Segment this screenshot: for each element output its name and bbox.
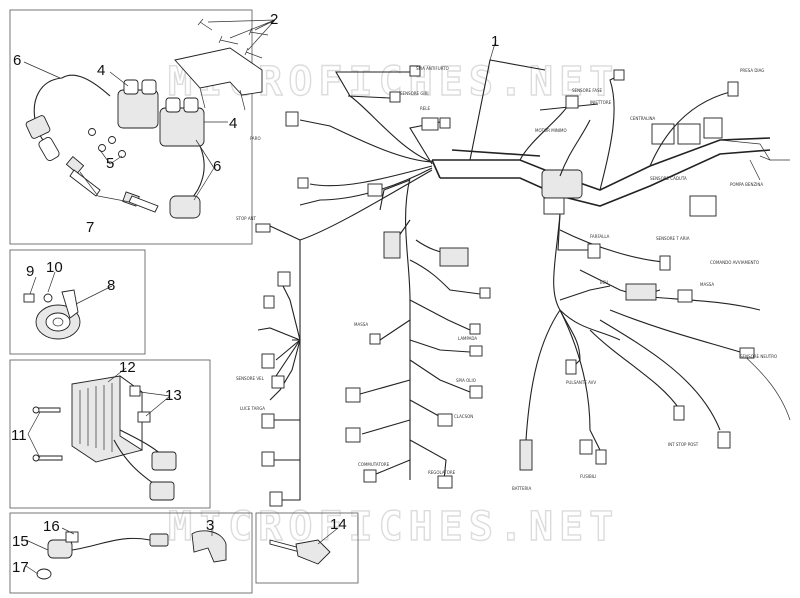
- main-wiring-harness: [255, 39, 791, 507]
- horn-icon: [23, 271, 113, 340]
- svg-text:MASSA: MASSA: [354, 322, 368, 327]
- callout-7: 7: [86, 219, 94, 236]
- svg-text:PRESA DIAG: PRESA DIAG: [740, 68, 764, 73]
- svg-text:CENTRALINA: CENTRALINA: [630, 116, 656, 121]
- svg-text:SENSORE CADUTA: SENSORE CADUTA: [650, 176, 687, 181]
- connector-icon: [255, 65, 755, 507]
- voltage-regulator-icon: [27, 367, 177, 501]
- spark-plug-icon: [122, 191, 159, 213]
- svg-text:SENSORE FASE: SENSORE FASE: [572, 88, 603, 93]
- svg-text:PULSANTE AVV: PULSANTE AVV: [566, 380, 596, 385]
- key-box: [255, 512, 359, 584]
- callout-11: 11: [11, 427, 27, 444]
- svg-text:SENSORE T ARIA: SENSORE T ARIA: [656, 236, 690, 241]
- callout-3: 3: [206, 517, 214, 534]
- callout-6a: 6: [13, 52, 21, 69]
- svg-text:FARO: FARO: [250, 136, 261, 141]
- key-icon: [269, 527, 339, 565]
- callout-4b: 4: [229, 115, 237, 132]
- svg-text:MOTOR MINIMO: MOTOR MINIMO: [535, 128, 567, 133]
- svg-text:SENSORE VEL: SENSORE VEL: [236, 376, 265, 381]
- svg-text:INIETTORE: INIETTORE: [590, 100, 612, 105]
- svg-text:SPIA OLIO: SPIA OLIO: [456, 378, 476, 383]
- spark-plug-icon: [65, 156, 101, 197]
- callout-9: 9: [26, 263, 34, 280]
- callout-14: 14: [330, 516, 347, 533]
- svg-text:CLACSON: CLACSON: [454, 414, 473, 419]
- watermark-bottom: MICROFICHES.NET: [168, 504, 619, 550]
- callout-6b: 6: [213, 158, 221, 175]
- svg-text:SPIA ANTIFURTO: SPIA ANTIFURTO: [416, 66, 449, 71]
- callout-17: 17: [12, 559, 29, 576]
- svg-text:SENSORE GIRI: SENSORE GIRI: [400, 91, 429, 96]
- callout-5: 5: [106, 155, 114, 172]
- svg-text:FUSIBILI: FUSIBILI: [580, 474, 596, 479]
- clamp-icon: [191, 528, 227, 563]
- svg-text:MASSA: MASSA: [700, 282, 714, 287]
- callout-4a: 4: [97, 62, 105, 79]
- callout-12: 12: [119, 359, 136, 376]
- ignition-coil-assembly: [23, 18, 276, 219]
- connector-label-group: SPIA ANTIFURTO SENSORE GIRI RELE SENSORE…: [236, 66, 777, 491]
- svg-text:COMMUTATORE: COMMUTATORE: [358, 462, 390, 467]
- speed-sensor-icon: [25, 527, 169, 580]
- svg-text:SENSORE NEUTRO: SENSORE NEUTRO: [740, 354, 777, 359]
- svg-text:BATTERIA: BATTERIA: [512, 486, 531, 491]
- callout-13: 13: [165, 387, 182, 404]
- callout-8: 8: [107, 277, 115, 294]
- svg-text:LAMPADA: LAMPADA: [458, 336, 477, 341]
- svg-text:REGOLATORE: REGOLATORE: [428, 470, 456, 475]
- svg-text:STOP ANT: STOP ANT: [236, 216, 257, 221]
- svg-text:INT STOP POST: INT STOP POST: [668, 442, 699, 447]
- horn-box: [9, 249, 146, 355]
- sensor-box: [9, 512, 253, 594]
- callout-2: 2: [270, 11, 278, 28]
- callout-numbers: 1 2 3 4 4 5 6 6 7 8 9 10 11 12 13 14 15 …: [11, 11, 499, 576]
- callout-1: 1: [491, 33, 499, 50]
- regulator-box: [9, 359, 211, 509]
- ignition-coil-box: [9, 9, 253, 245]
- svg-text:FARFALLA: FARFALLA: [590, 234, 610, 239]
- svg-text:COMANDO AVVIAMENTO: COMANDO AVVIAMENTO: [710, 260, 759, 265]
- callout-10: 10: [46, 259, 63, 276]
- svg-text:RELE: RELE: [420, 106, 431, 111]
- callout-16: 16: [43, 518, 60, 535]
- callout-15: 15: [12, 533, 29, 550]
- svg-text:ECU: ECU: [600, 280, 608, 285]
- svg-text:LUCE TARGA: LUCE TARGA: [240, 406, 265, 411]
- svg-text:POMPA BENZINA: POMPA BENZINA: [730, 182, 763, 187]
